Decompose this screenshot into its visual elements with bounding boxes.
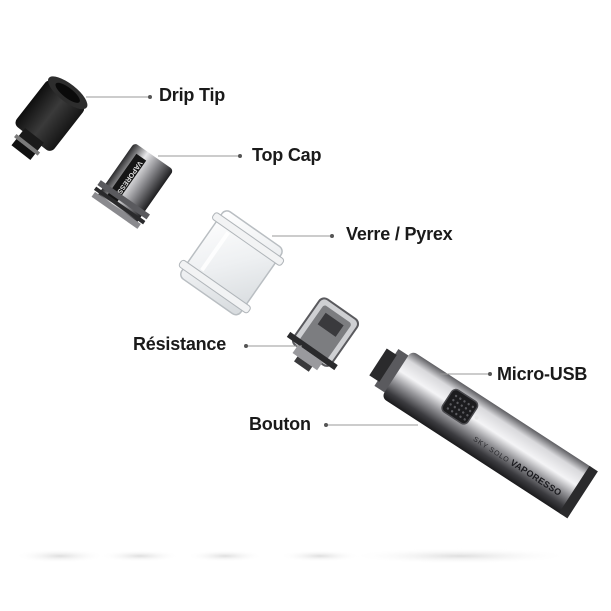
fire-button [441, 388, 479, 425]
top-cap-part: VAPORESSO [91, 144, 173, 229]
label-button: Bouton [249, 414, 311, 434]
label-drip-tip: Drip Tip [159, 85, 226, 105]
label-micro-usb: Micro-USB [497, 364, 588, 384]
label-coil: Résistance [133, 334, 227, 354]
leader-lines [86, 95, 492, 427]
drip-tip-part [11, 76, 88, 161]
coil-part [286, 297, 360, 372]
floor-shadow [15, 548, 570, 564]
battery-body: SKY SOLO VAPORESSO [369, 348, 598, 519]
glass-part [178, 210, 285, 316]
label-glass: Verre / Pyrex [346, 224, 453, 244]
label-top-cap: Top Cap [252, 145, 322, 165]
